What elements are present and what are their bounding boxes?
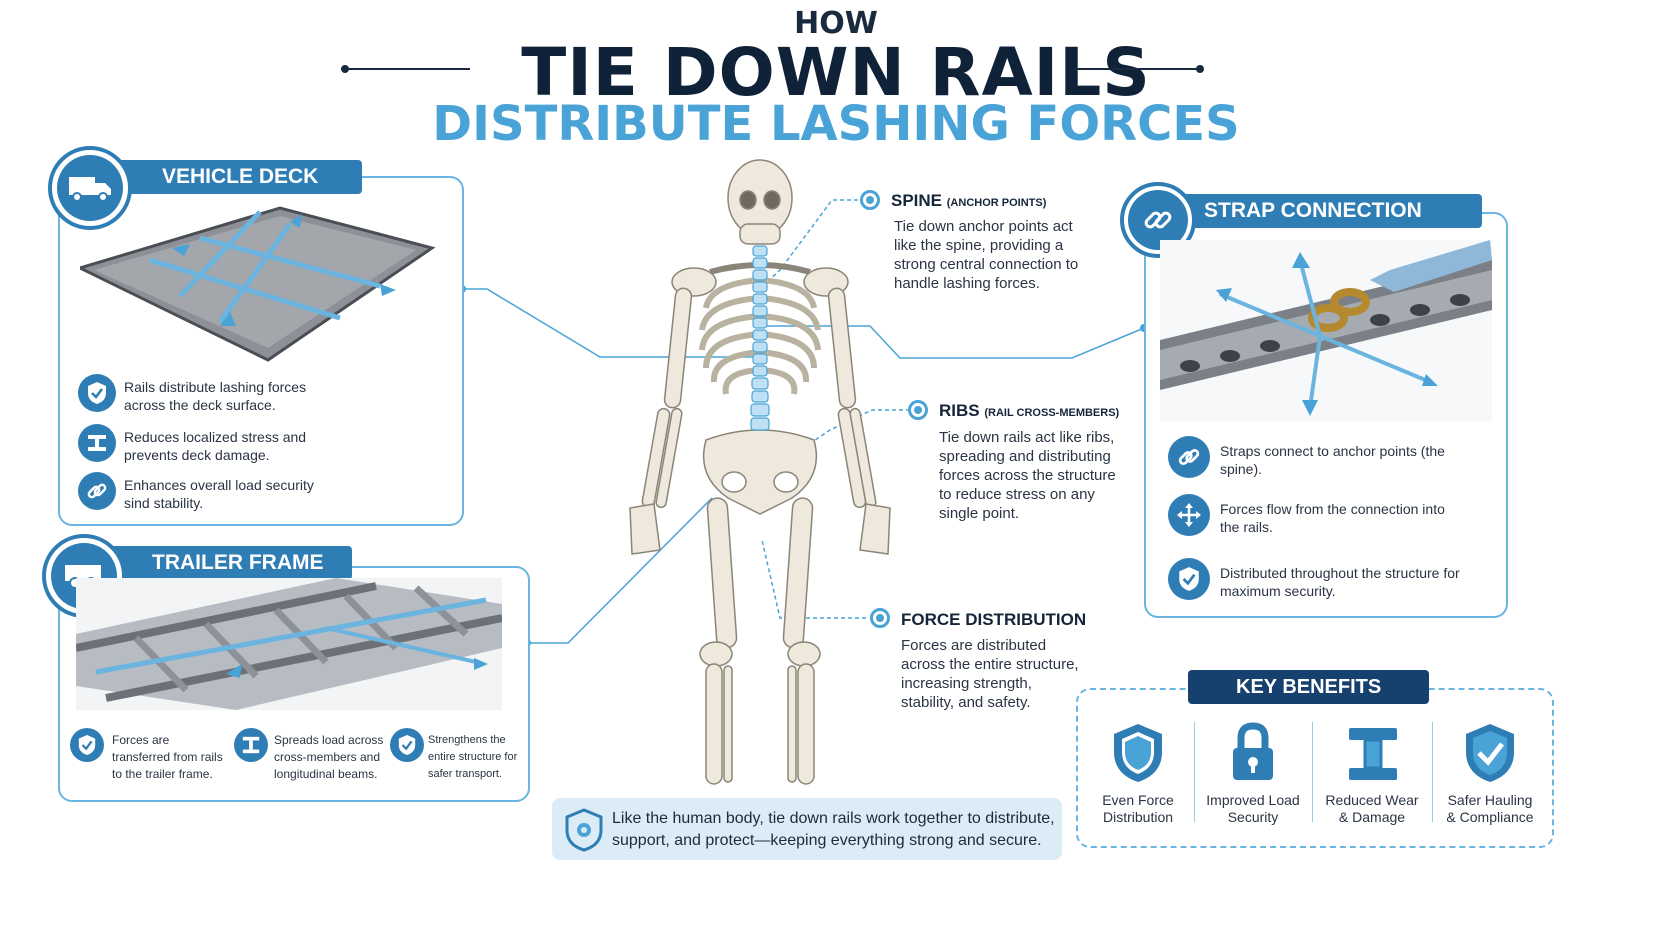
trailer-item-icon-1 [70,728,104,762]
vehicle-item-icon-3 [78,472,116,510]
force-heading: FORCE DISTRIBUTION [901,610,1087,629]
skeleton-illustration [629,159,891,785]
strap-connection-tab: STRAP CONNECTION POINTS [1178,194,1482,256]
beam-icon [88,435,106,451]
title-rule-left [348,68,470,70]
key-benefits-tab: KEY BENEFITS [1188,670,1430,704]
summary-banner [552,798,1062,860]
strap-connection-illustration [1160,240,1492,422]
title-rule-dot-left [341,65,349,73]
trailer-item-text-3: Strengthens the entire structure for saf… [428,734,518,780]
vehicle-item-text-3: Enhances overall load security sind stab… [124,477,314,511]
shield-gear-icon [565,808,603,852]
padlock-icon [1233,722,1273,780]
spine-heading: SPINE (ANCHOR POINTS) [891,191,1047,210]
trailer-frame-illustration [76,578,502,710]
arrows-out-icon [1177,503,1201,527]
benefit-label-3: Reduced Wear & Damage [1325,792,1419,825]
truck-icon [69,177,111,202]
title-how: HOW [794,6,878,41]
benefit-label-4: Safer Hauling & Compliance [1446,792,1534,825]
trailer-frame-tab: TRAILER FRAME [104,546,352,580]
strap-connection-badge [1120,182,1196,258]
page-subtitle: DISTRIBUTE LASHING FORCES [432,96,1240,152]
strap-link-icon [1144,211,1172,229]
shield-check-icon [88,382,106,404]
strap-item-icon-2 [1168,494,1210,536]
ribs-marker-icon [908,400,928,420]
title-rule-right [1075,68,1197,70]
link-icon [87,483,107,499]
force-text: Forces are distributed across the entire… [901,637,1079,711]
shield-check-icon [78,735,96,755]
shield-check-icon [1466,724,1514,782]
trailer-item-text-1: Forces are transferred from rails to the… [112,733,223,781]
strap-item-icon-1 [1168,436,1210,478]
spine-text: Tie down anchor points act like the spin… [894,218,1079,292]
link-icon [1178,448,1200,466]
strap-item-text-1: Straps connect to anchor points (the spi… [1220,443,1445,477]
trailer-item-icon-3 [390,728,424,762]
vehicle-item-icon-1 [78,374,116,412]
benefit-divider-1 [1194,722,1195,822]
i-beam-icon [242,736,260,754]
vehicle-deck-illustration [80,206,436,362]
shield-check-icon [1179,567,1199,591]
vehicle-deck-badge [48,146,132,230]
benefit-divider-2 [1312,722,1313,822]
trailer-item-text-2: Spreads load across cross-members and lo… [274,733,384,781]
vehicle-item-icon-2 [78,424,116,462]
strap-item-text-2: Forces flow from the connection into the… [1220,501,1445,535]
vehicle-item-text-2: Reduces localized stress and prevents de… [124,429,307,463]
ribs-heading: RIBS (RAIL CROSS-MEMBERS) [939,401,1120,420]
ribs-text: Tie down rails act like ribs, spreading … [939,429,1116,522]
benefit-label-1: Even Force Distribution [1102,792,1174,825]
spine-marker-icon [860,190,880,210]
benefit-label-2: Improved Load Security [1206,792,1300,825]
benefit-divider-3 [1432,722,1433,822]
strap-item-text-3: Distributed throughout the structure for… [1220,565,1460,599]
vehicle-deck-tab: VEHICLE DECK [110,160,362,194]
trailer-item-icon-2 [234,728,268,762]
vehicle-item-text-1: Rails distribute lashing forces across t… [124,379,307,413]
title-rule-dot-right [1196,65,1204,73]
force-marker-icon [870,608,890,628]
shield-icon [1114,724,1162,782]
summary-text: Like the human body, tie down rails work… [612,810,1055,849]
shield-check-icon [398,735,416,755]
i-beam-icon [1349,728,1397,780]
strap-item-icon-3 [1168,558,1210,600]
page-title: TIE DOWN RAILS [521,34,1151,111]
